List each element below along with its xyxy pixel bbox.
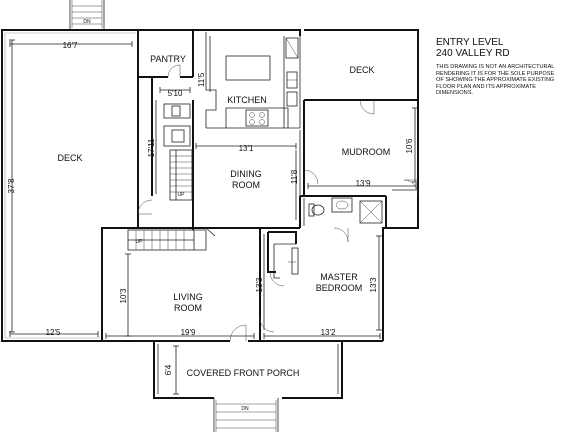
dim-stair-width: 5'10 xyxy=(168,89,183,98)
porch-label: COVERED FRONT PORCH xyxy=(187,368,300,378)
pantry: PANTRY xyxy=(138,30,194,78)
deck-left-label: DECK xyxy=(57,153,82,163)
deck-left xyxy=(1,29,138,342)
hall xyxy=(259,228,275,341)
bathroom xyxy=(300,195,387,243)
stair-up-label-living: UP xyxy=(136,239,144,245)
dim-stair-length: 17'11 xyxy=(147,138,156,157)
dim-living-width: 19'9 xyxy=(181,328,196,337)
dim-dining-depth: 11'8 xyxy=(290,169,299,184)
living-label-line1: LIVING xyxy=(173,292,203,302)
dining-room: DINING ROOM xyxy=(195,130,301,220)
plan-title: ENTRY LEVEL xyxy=(436,37,504,48)
dim-pantry-kitchen: 11'5 xyxy=(197,72,206,87)
living-room: UP LIVING ROOM xyxy=(105,227,255,342)
stair-down-label-bottom: DN xyxy=(241,406,249,412)
disclaimer-line: OF SHOWING THE APPROXIMATE EXISTING xyxy=(436,77,555,84)
dim-porch-depth: 6'4 xyxy=(164,364,173,375)
dim-deck-bottom: 12'5 xyxy=(46,328,61,337)
house-walls xyxy=(101,29,419,342)
dim-master-width: 13'2 xyxy=(321,328,336,337)
pantry-label: PANTRY xyxy=(150,54,186,64)
kitchen-label: KITCHEN xyxy=(227,95,267,105)
dim-mudroom-width: 13'9 xyxy=(356,179,371,188)
disclaimer-line: THIS DRAWING IS NOT AN ARCHITECTURAL xyxy=(436,64,555,70)
covered-front-porch: COVERED FRONT PORCH xyxy=(153,341,343,399)
title-block: ENTRY LEVEL 240 VALLEY RD THIS DRAWING I… xyxy=(436,37,576,97)
stair-column: UP xyxy=(137,78,194,230)
bottom-exterior-stair: DN xyxy=(213,398,279,432)
kitchen: KITCHEN 11'5 xyxy=(197,32,301,129)
disclaimer-note: THIS DRAWING IS NOT AN ARCHITECTURAL REN… xyxy=(436,64,576,97)
dim-hall: 13'3 xyxy=(255,277,264,292)
deck-right-label: DECK xyxy=(349,65,374,75)
dim-deck-width: 16'7 xyxy=(63,41,78,50)
dim-master-depth: 13'3 xyxy=(369,277,378,292)
dim-living-depth: 10'3 xyxy=(119,288,128,303)
living-label-line2: ROOM xyxy=(174,303,202,313)
mudroom-label: MUDROOM xyxy=(342,147,391,157)
dining-label-line2: ROOM xyxy=(232,180,260,190)
master-bedroom: MASTER BEDROOM xyxy=(263,231,382,339)
dining-label-line1: DINING xyxy=(230,169,262,179)
dim-mudroom-depth: 10'6 xyxy=(405,138,414,153)
top-exterior-stair: DN xyxy=(69,0,105,30)
disclaimer-line: FLOOR PLAN AND ITS APPROXIMATE xyxy=(436,83,536,90)
dim-deck-length: 37'8 xyxy=(7,178,16,193)
mudroom: MUDROOM xyxy=(303,99,419,195)
stair-up-label-main: UP xyxy=(178,192,186,198)
disclaimer-line: DIMENSIONS. xyxy=(436,90,473,97)
stair-down-label-top: DN xyxy=(83,19,91,25)
master-label-line2: BEDROOM xyxy=(316,283,363,293)
dim-dining-width: 13'1 xyxy=(239,144,254,153)
master-label-line1: MASTER xyxy=(320,272,358,282)
plan-address: 240 VALLEY RD xyxy=(436,48,510,59)
disclaimer-line: RENDERING IT IS FOR THE SOLE PURPOSE xyxy=(436,70,555,77)
